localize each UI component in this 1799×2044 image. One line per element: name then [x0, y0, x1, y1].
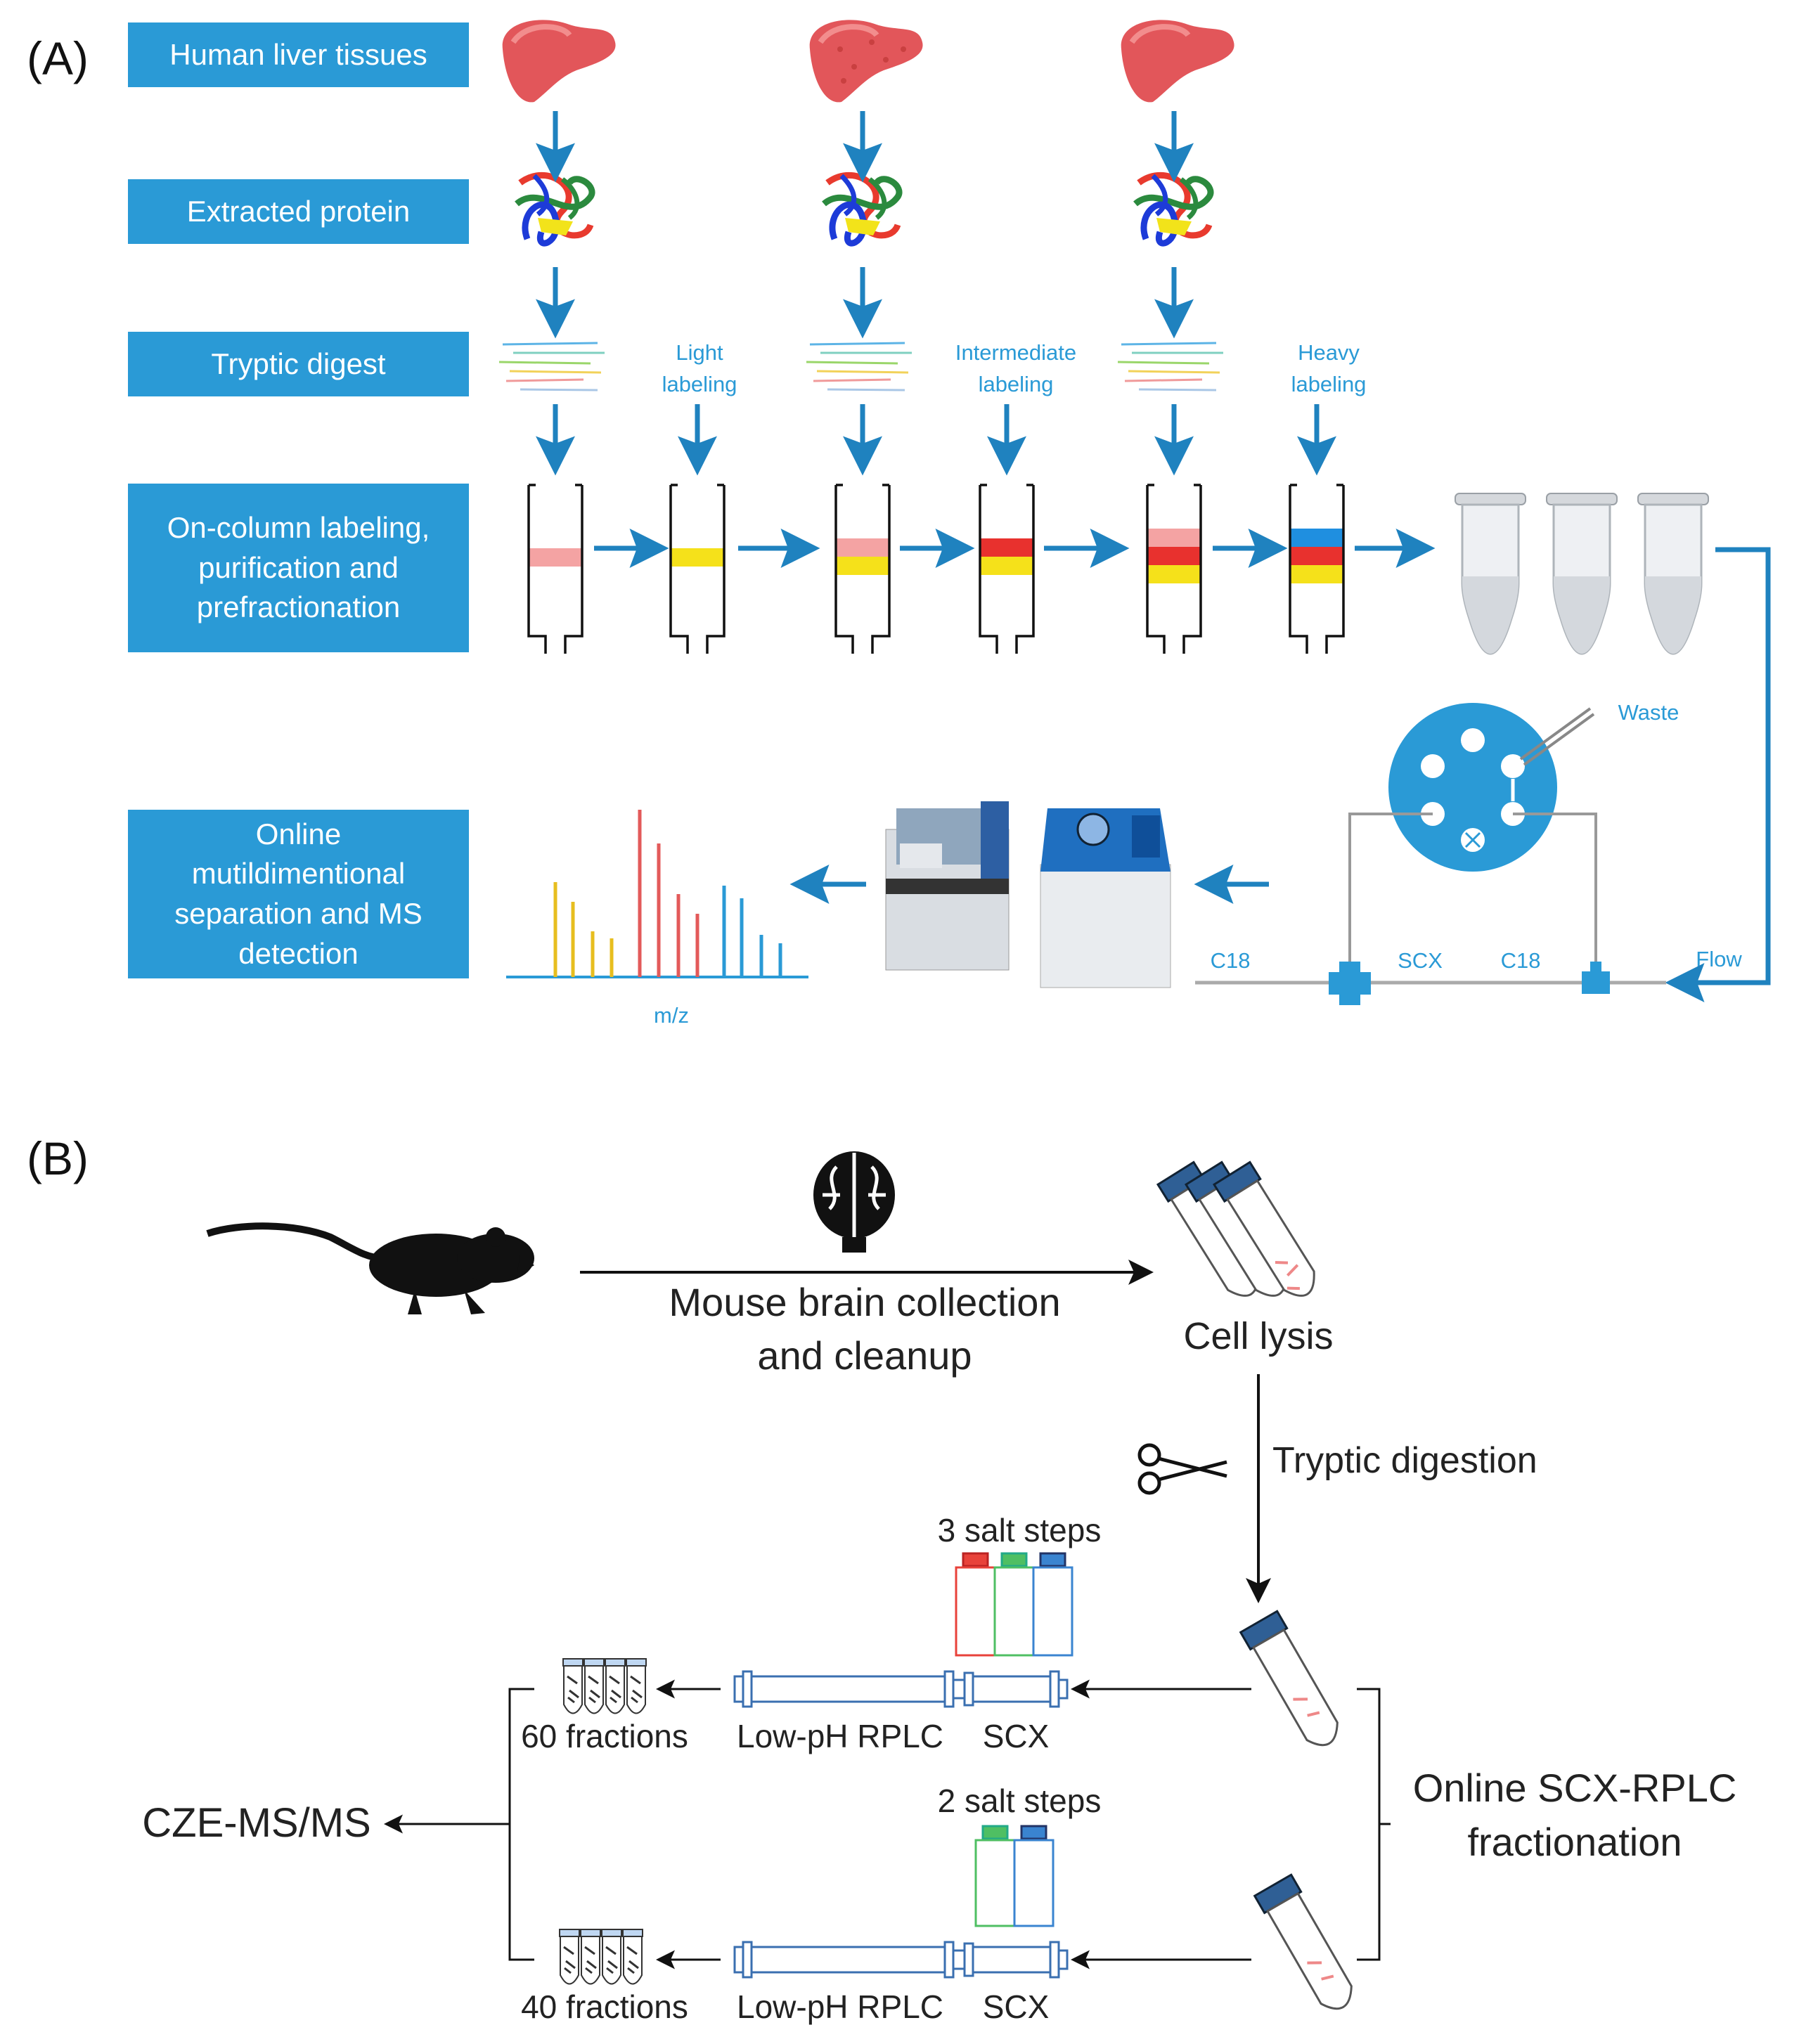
- label-c18-left: C18: [1210, 948, 1251, 973]
- lysis-tubes-icon: [1156, 1160, 1315, 1297]
- label-scx-2: SCX: [982, 1988, 1050, 2025]
- tube-icon-2: [1545, 492, 1618, 655]
- left-bracket: [496, 1688, 534, 1961]
- label-rplc-2: Low-pH RPLC: [737, 1988, 943, 2025]
- flow-line: [1665, 547, 1771, 1002]
- salt-bottles-2: [974, 1825, 1055, 1927]
- label-60-fractions: 60 fractions: [521, 1718, 688, 1754]
- liver-icon-2: [810, 20, 923, 102]
- fraction-tube-large-1: [1239, 1610, 1339, 1747]
- fraction-tube: [562, 1657, 584, 1714]
- label-mz: m/z: [654, 1003, 689, 1028]
- fraction-tube: [604, 1657, 626, 1714]
- fraction-tube-large-2: [1253, 1873, 1353, 2010]
- fraction-tube: [625, 1657, 647, 1714]
- tube-icon-1: [1454, 492, 1527, 655]
- column-6: [1289, 484, 1345, 655]
- step-extracted-protein: Extracted protein: [128, 179, 469, 244]
- peptides-icon-1: [498, 342, 606, 392]
- step-online-separation: Online mutildimentional separation and M…: [128, 810, 469, 978]
- tube-icon-3: [1637, 492, 1710, 655]
- label-tryptic-digestion: Tryptic digestion: [1272, 1440, 1537, 1481]
- fraction-tube: [600, 1928, 623, 1985]
- column-1: [527, 484, 583, 655]
- scissors-icon: [1137, 1443, 1227, 1495]
- liver-icon-1: [503, 20, 616, 102]
- brain-icon: [813, 1151, 895, 1253]
- salt-bottles-3: [955, 1552, 1073, 1657]
- label-scx-column: SCX: [1398, 948, 1443, 973]
- protein-icon-2: [824, 175, 899, 243]
- label-waste: Waste: [1618, 700, 1679, 725]
- label-light-labeling: Light labeling: [662, 340, 737, 396]
- panel-a-label: (A): [27, 32, 89, 84]
- mass-spectrometer-2: [1040, 808, 1171, 988]
- peptides-icon-3: [1116, 342, 1225, 392]
- vertical-arrows: [536, 111, 1336, 476]
- protein-icon-3: [1135, 175, 1211, 243]
- fraction-tube: [579, 1928, 602, 1985]
- label-cell-lysis: Cell lysis: [1183, 1315, 1334, 1357]
- column-3: [834, 484, 891, 655]
- connectors: [1329, 962, 1610, 1005]
- liver-spots: [837, 39, 906, 84]
- label-online-fractionation: Online SCX-RPLC fractionation: [1412, 1766, 1737, 1865]
- fraction-tube: [558, 1928, 581, 1985]
- valve-lines: [1348, 813, 1597, 981]
- liver-icon-3: [1121, 20, 1234, 102]
- column-4: [979, 484, 1035, 655]
- valve-icon: [1388, 703, 1595, 872]
- mass-spectrometer-1: [885, 801, 1010, 971]
- label-cze-msms: CZE-MS/MS: [142, 1800, 371, 1846]
- step-on-column-labeling: On-column labeling, purification and pre…: [128, 484, 469, 652]
- fraction-tube: [583, 1657, 605, 1714]
- right-bracket: [1357, 1688, 1391, 1961]
- peptides-icon-2: [805, 342, 913, 392]
- label-3-salt-steps: 3 salt steps: [937, 1512, 1102, 1548]
- label-heavy-labeling: Heavy labeling: [1291, 340, 1367, 396]
- label-intermediate-labeling: Intermediate labeling: [955, 340, 1077, 396]
- mass-spectrum: [506, 810, 808, 978]
- rplc-scx-columns-1: [733, 1670, 1069, 1708]
- protein-icon-1: [517, 175, 592, 243]
- column-5: [1146, 484, 1202, 655]
- label-40-fractions: 40 fractions: [521, 1988, 688, 2025]
- step-tryptic-digest: Tryptic digest: [128, 332, 469, 396]
- fraction-tube: [621, 1928, 644, 1985]
- panel-b-label: (B): [27, 1132, 89, 1184]
- rplc-scx-columns-2: [733, 1941, 1069, 1979]
- column-2: [669, 484, 726, 655]
- label-scx-1: SCX: [982, 1718, 1050, 1754]
- label-rplc-1: Low-pH RPLC: [737, 1718, 943, 1754]
- row-arrows: [656, 1679, 1251, 1969]
- mouse-icon: [206, 1222, 534, 1314]
- label-c18-right: C18: [1500, 948, 1541, 973]
- label-2-salt-steps: 2 salt steps: [937, 1783, 1102, 1819]
- label-collection: Mouse brain collection and cleanup: [669, 1280, 1061, 1378]
- step-human-liver: Human liver tissues: [128, 22, 469, 87]
